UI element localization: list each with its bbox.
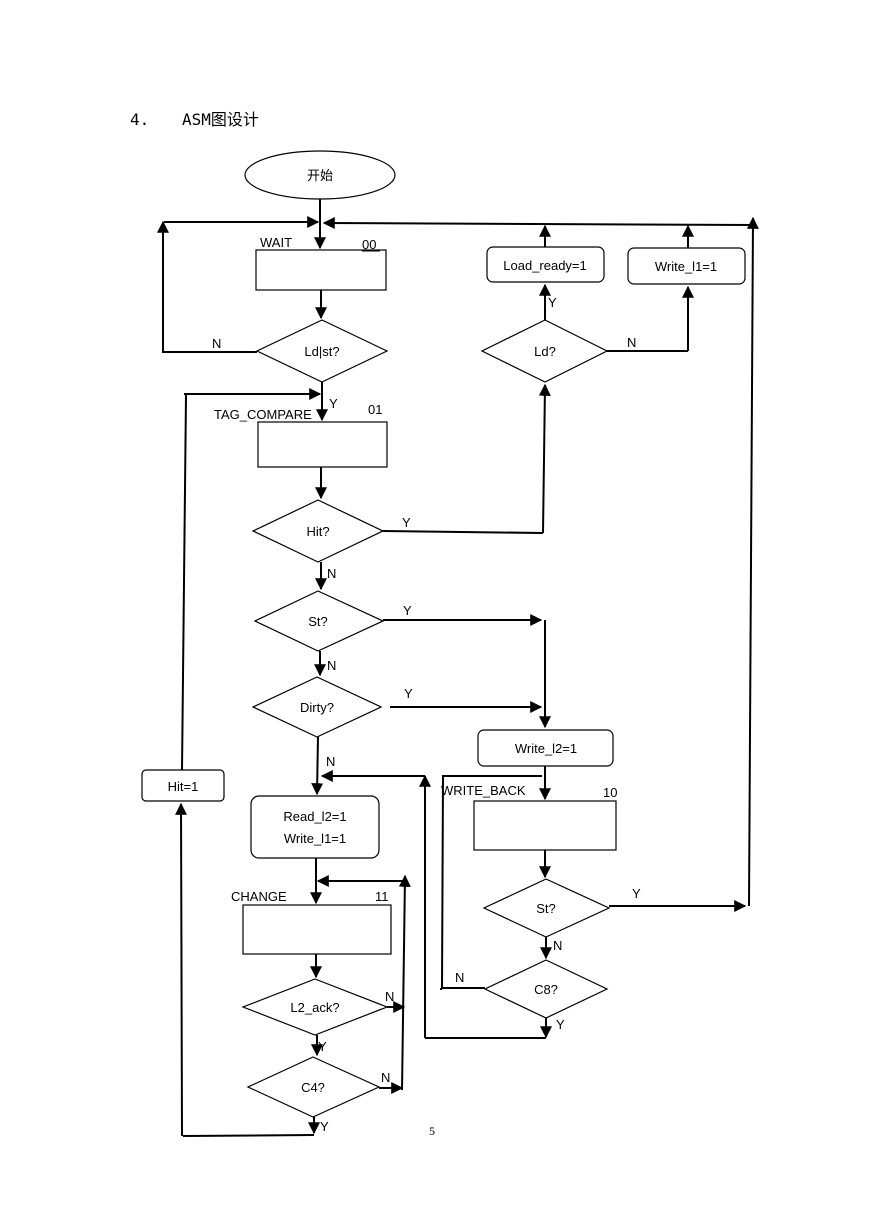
ld-st-yes-label: Y: [329, 396, 338, 411]
dirty-label: Dirty?: [300, 700, 334, 715]
write-l2-label: Write_l2=1: [515, 741, 577, 756]
c4-label: C4?: [301, 1080, 325, 1095]
hit-decision: [251, 499, 385, 563]
st-yes-label: Y: [403, 603, 412, 618]
wait-state-box: [255, 249, 387, 291]
wait-state-code: 00: [362, 237, 376, 252]
hit-label: Hit?: [306, 524, 329, 539]
dirty-yes-label: Y: [404, 686, 413, 701]
c8-no-label: N: [455, 970, 464, 985]
ld-label: Ld?: [534, 344, 556, 359]
c8-yes-label: Y: [556, 1017, 565, 1032]
l2-ack-no-label: N: [385, 989, 394, 1004]
read-l2-label: Read_l2=1: [283, 809, 346, 824]
write-back-state-code: 10: [603, 785, 617, 800]
write-l1-output: [627, 247, 746, 285]
load-ready-label: Load_ready=1: [503, 258, 587, 273]
ld-st-no-label: N: [212, 336, 221, 351]
read-write-output: [250, 795, 380, 859]
st2-no-label: N: [553, 938, 562, 953]
write-back-state-box: [473, 800, 617, 851]
tag-compare-state-box: [257, 421, 388, 468]
write-back-state-name: WRITE_BACK: [441, 783, 526, 798]
section-number: 4.: [130, 110, 150, 129]
c4-yes-label: Y: [320, 1119, 329, 1134]
dirty-no-label: N: [326, 754, 335, 769]
change-state-box: [242, 904, 392, 955]
section-title: ASM图设计: [182, 110, 259, 129]
ld-st-label: Ld|st?: [304, 344, 339, 359]
st-no-label: N: [327, 658, 336, 673]
l2-ack-decision: [241, 978, 389, 1036]
ld-decision: [480, 319, 609, 383]
c4-no-label: N: [381, 1070, 390, 1085]
write-l1b-label: Write_l1=1: [284, 831, 346, 846]
write-l1-label: Write_l1=1: [655, 259, 717, 274]
l2-ack-yes-label: Y: [318, 1039, 327, 1054]
ld-no-label: N: [627, 335, 636, 350]
wait-state-name: WAIT: [260, 235, 292, 250]
st2-label: St?: [536, 901, 556, 916]
page-number: 5: [429, 1124, 435, 1138]
ld-yes-label: Y: [548, 295, 557, 310]
c8-label: C8?: [534, 982, 558, 997]
st2-yes-label: Y: [632, 886, 641, 901]
section-heading: 4. ASM图设计: [130, 106, 259, 130]
change-state-name: CHANGE: [231, 889, 287, 904]
tag-compare-state-code: 01: [368, 402, 382, 417]
start-label: 开始: [307, 168, 333, 183]
change-state-code: 11: [375, 889, 389, 904]
st-label: St?: [308, 614, 328, 629]
tag-compare-state-name: TAG_COMPARE: [214, 407, 312, 422]
connectors: [157, 199, 759, 1137]
hit-no-label: N: [327, 566, 336, 581]
l2-ack-label: L2_ack?: [290, 1000, 339, 1015]
hit1-label: Hit=1: [168, 779, 199, 794]
hit-yes-label: Y: [402, 515, 411, 530]
st-decision: [253, 590, 385, 652]
